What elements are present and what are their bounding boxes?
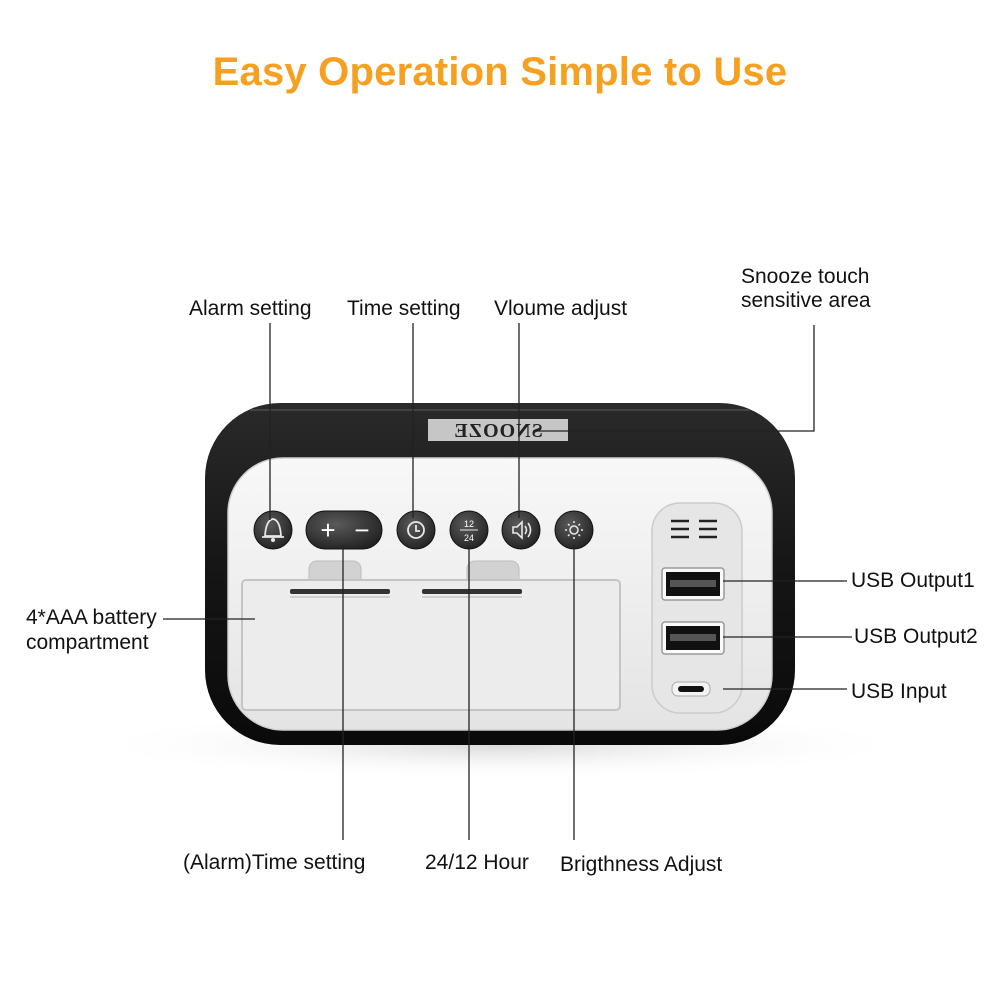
time-button[interactable]	[396, 510, 436, 550]
clock-icon	[407, 521, 425, 539]
bell-icon	[262, 518, 284, 542]
plus-icon: +	[320, 515, 335, 545]
usb-panel	[651, 502, 743, 714]
label-alarm-time-setting: (Alarm)Time setting	[183, 851, 366, 874]
vent-icon	[671, 519, 717, 539]
label-snooze-line1: Snooze touch	[741, 265, 870, 288]
sun-icon	[565, 521, 583, 539]
minus-icon: −	[354, 515, 369, 545]
label-battery-line2: compartment	[26, 631, 149, 654]
label-volume-adjust: Vloume adjust	[494, 297, 628, 320]
label-usb-output1: USB Output1	[851, 569, 975, 592]
speaker-icon	[512, 520, 532, 540]
snooze-text: SNOOZE	[453, 420, 542, 442]
usb-input-port[interactable]	[671, 681, 711, 697]
battery-compartment[interactable]	[241, 560, 621, 711]
label-time-setting: Time setting	[347, 297, 461, 320]
label-usb-output2: USB Output2	[854, 625, 978, 648]
label-usb-input: USB Input	[851, 680, 947, 703]
plus-minus-button[interactable]: + −	[305, 510, 383, 550]
svg-text:24: 24	[464, 533, 474, 543]
label-alarm-setting: Alarm setting	[189, 297, 312, 320]
snooze-touch-area[interactable]: SNOOZE	[428, 419, 568, 442]
alarm-button[interactable]	[253, 510, 293, 550]
svg-text:12: 12	[464, 519, 474, 529]
time-format-button[interactable]: 12 24	[449, 510, 489, 550]
label-battery-line1: 4*AAA battery	[26, 606, 157, 629]
label-brightness-adjust: Brigthness Adjust	[560, 853, 723, 876]
leader-lines	[163, 323, 852, 840]
label-hour-format: 24/12 Hour	[425, 851, 529, 874]
brightness-button[interactable]	[554, 510, 594, 550]
page-title: Easy Operation Simple to Use	[212, 50, 788, 94]
usb-output2-port[interactable]	[661, 621, 725, 655]
label-snooze-line2: sensitive area	[741, 289, 871, 312]
volume-button[interactable]	[501, 510, 541, 550]
usb-output1-port[interactable]	[661, 567, 725, 601]
12-24-icon: 12 24	[460, 519, 478, 543]
